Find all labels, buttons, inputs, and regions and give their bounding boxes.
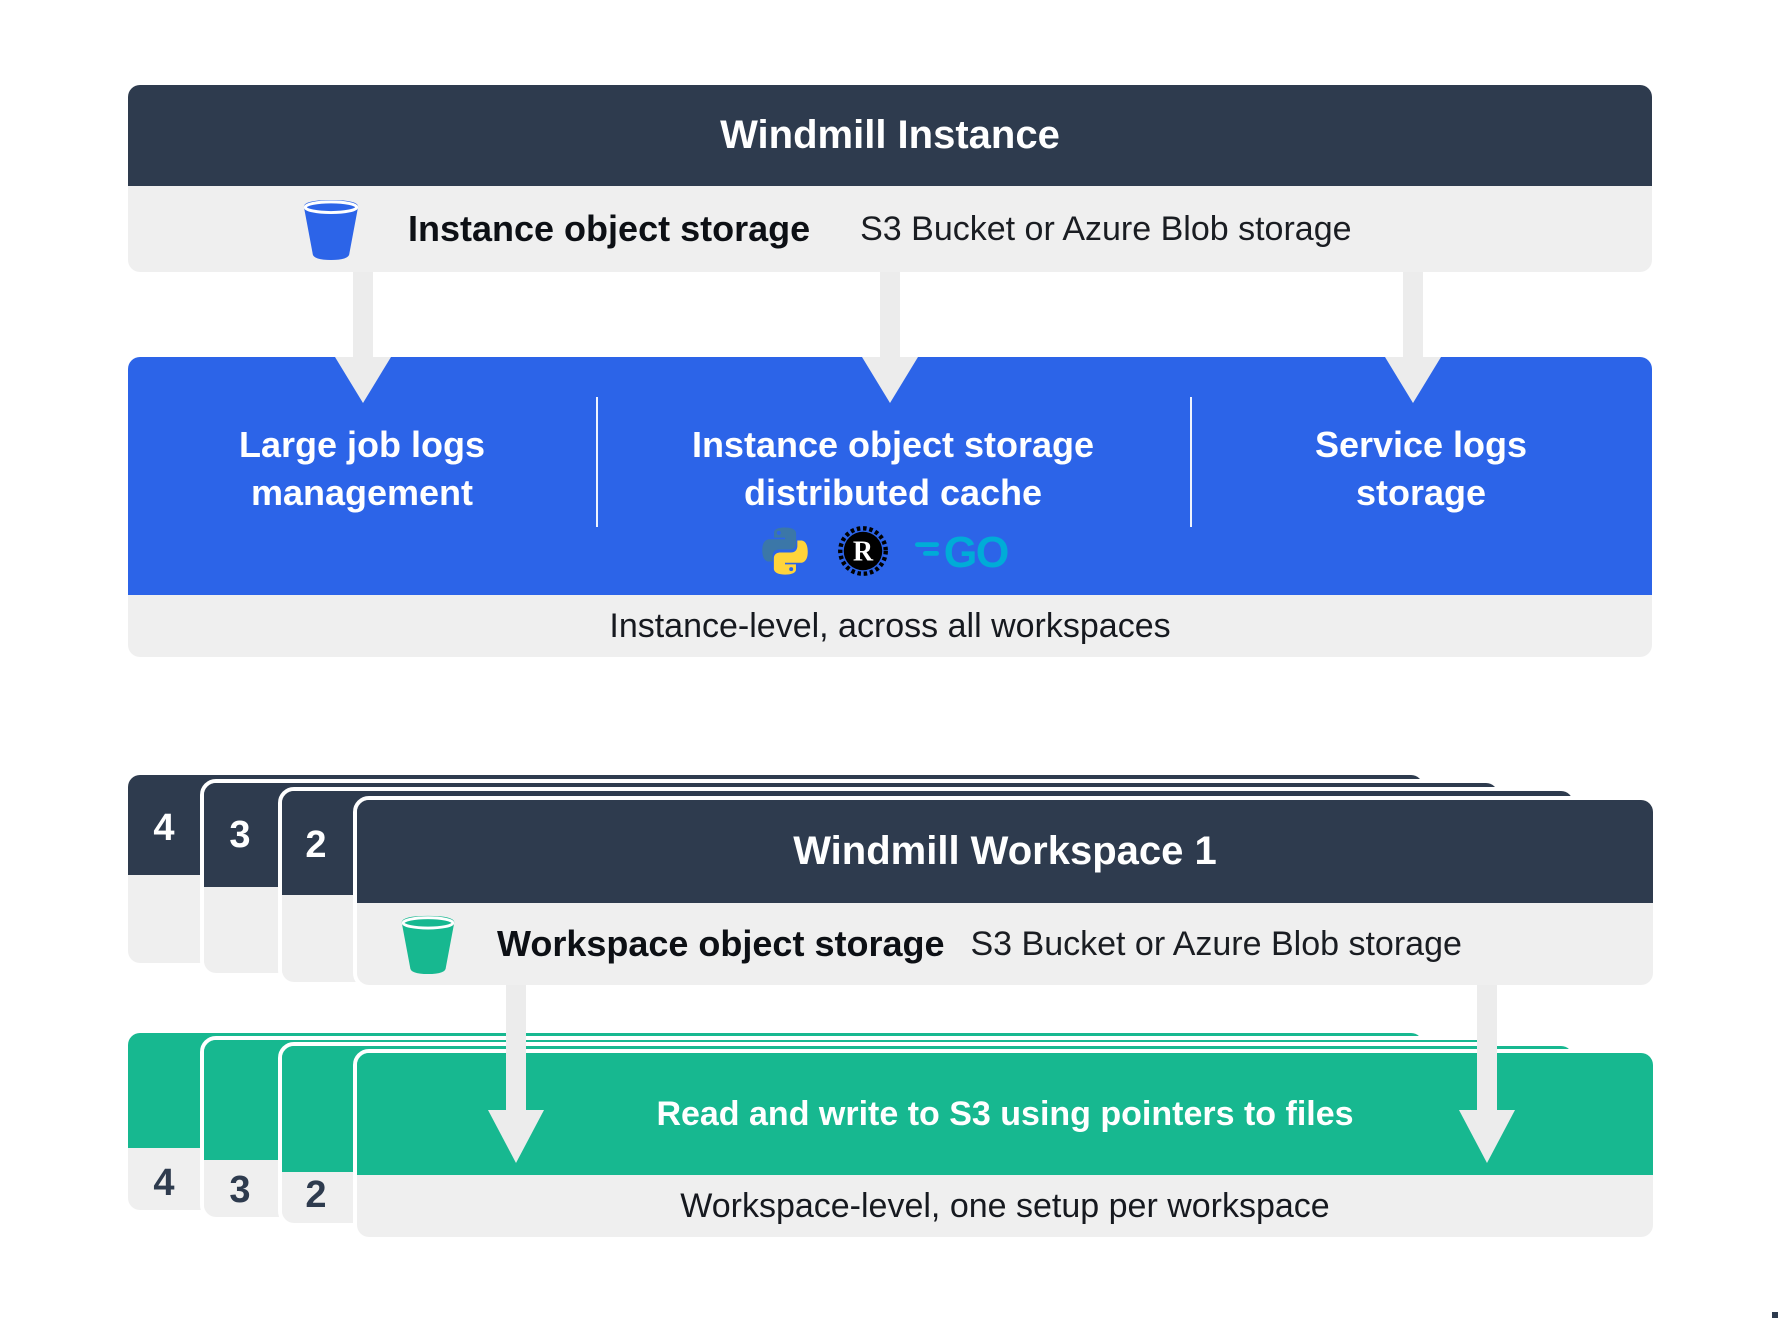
bucket-icon xyxy=(397,913,459,975)
language-icons-row: R GO xyxy=(596,522,1190,580)
workspace-storage-label: Workspace object storage xyxy=(497,923,945,964)
instance-header: Windmill Instance xyxy=(128,85,1652,186)
corner-artifact xyxy=(1772,1312,1778,1318)
green-stack-number-3: 3 xyxy=(229,1169,251,1211)
arrow-down-stem xyxy=(1403,272,1423,357)
python-logo-icon xyxy=(759,525,811,577)
workspace-action-label: Read and write to S3 using pointers to f… xyxy=(656,1094,1354,1133)
instance-title: Windmill Instance xyxy=(720,113,1060,157)
arrow-down-stem xyxy=(880,272,900,357)
arrow-down-head xyxy=(862,357,918,403)
arrow-down-head xyxy=(488,1110,544,1163)
green-stack-number-4: 4 xyxy=(153,1162,175,1204)
rust-logo-icon: R xyxy=(835,523,891,579)
feature-service-logs: Service logs storage xyxy=(1314,424,1528,513)
instance-storage-sublabel: S3 Bucket or Azure Blob storage xyxy=(860,209,1352,248)
green-card-1: Read and write to S3 using pointers to f… xyxy=(353,1049,1657,1241)
workspace-stack-number-4: 4 xyxy=(153,807,175,849)
workspace-stack-number-2: 2 xyxy=(305,824,327,866)
workspace-stack-number-3: 3 xyxy=(229,814,251,856)
svg-text:GO: GO xyxy=(944,529,1008,576)
svg-text:R: R xyxy=(853,537,874,568)
instance-storage-label: Instance object storage xyxy=(408,208,811,249)
arrow-down-head xyxy=(1385,357,1441,403)
arrow-down-stem xyxy=(353,272,373,357)
feature-large-job-logs: Large job logs management xyxy=(238,424,486,513)
green-stack-number-2: 2 xyxy=(305,1174,327,1216)
arrow-down-head xyxy=(335,357,391,403)
arrow-down-stem xyxy=(1477,985,1497,1110)
arrow-down-head xyxy=(1459,1110,1515,1163)
instance-caption-bar: Instance-level, across all workspaces xyxy=(128,595,1652,657)
workspace-card-1: Windmill Workspace 1 Workspace object st… xyxy=(353,796,1657,989)
workspace-storage-row: Workspace object storage S3 Bucket or Az… xyxy=(357,903,1653,985)
go-logo-icon: GO xyxy=(915,526,1027,576)
divider xyxy=(1190,397,1192,527)
feature-distributed-cache: Instance object storage distributed cach… xyxy=(691,424,1095,513)
divider xyxy=(596,397,598,527)
workspace-caption-bar: Workspace-level, one setup per workspace xyxy=(357,1175,1653,1237)
workspace-title: Windmill Workspace 1 xyxy=(793,829,1217,873)
arrow-down-stem xyxy=(506,985,526,1110)
workspace-storage-sublabel: S3 Bucket or Azure Blob storage xyxy=(970,924,1462,963)
instance-storage-row: Instance object storage S3 Bucket or Azu… xyxy=(128,186,1652,272)
bucket-icon xyxy=(300,197,362,261)
